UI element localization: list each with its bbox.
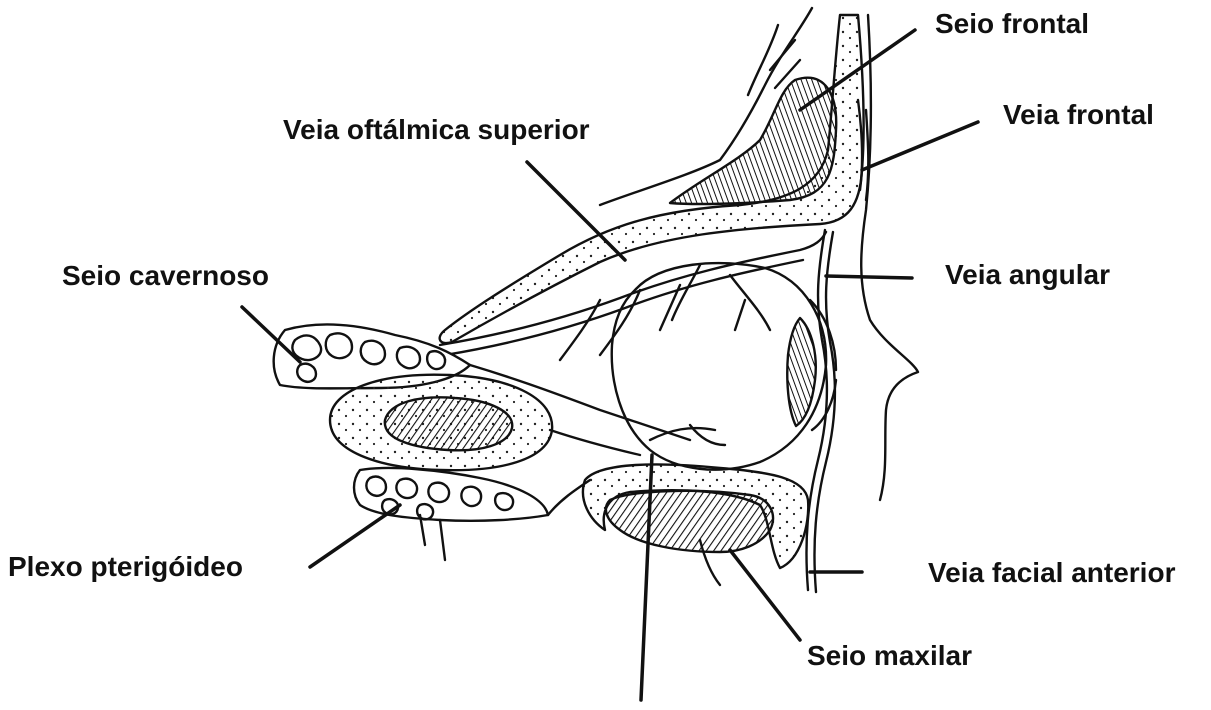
leader-frontal-sinus [798, 28, 917, 112]
label-pterygoid-plexus: Plexo pterigóideo [8, 551, 243, 582]
label-anterior-facial-vein: Veia facial anterior [928, 557, 1176, 588]
frontal-vein-vessel [856, 98, 864, 192]
label-superior-ophthalmic-vein: Veia oftálmica superior [283, 114, 590, 145]
leader-frontal-vein [860, 120, 980, 172]
angular-vein-vessel [805, 228, 829, 592]
leader-lines [240, 28, 980, 702]
leader-inferior-vessel [639, 453, 654, 702]
label-maxillary-sinus: Seio maxilar [807, 640, 972, 671]
leader-cavernous-sinus [240, 305, 302, 364]
label-cavernous-sinus: Seio cavernoso [62, 260, 269, 291]
leader-maxillary-sinus [728, 548, 802, 642]
leader-pterygoid-plexus [308, 503, 402, 569]
label-frontal-sinus: Seio frontal [935, 8, 1090, 39]
sphenoid-sinus [383, 396, 514, 452]
label-frontal-vein: Veia frontal [1003, 99, 1154, 130]
skull-outer-contour [598, 6, 814, 207]
cornea [786, 316, 817, 428]
label-angular-vein: Veia angular [945, 259, 1110, 290]
leader-angular-vein [824, 274, 914, 280]
frontal-sinus-cavity [668, 76, 838, 206]
leader-superior-ophthalmic-vein [525, 160, 627, 262]
superior-ophthalmic-vein-vessel [438, 230, 828, 347]
maxillary-sinus [604, 489, 775, 554]
face-profile [860, 13, 920, 502]
